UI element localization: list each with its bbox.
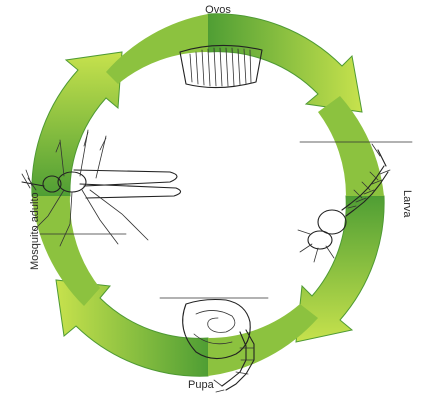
label-larva: Larva xyxy=(401,190,413,218)
label-eggs: Ovos xyxy=(205,4,231,16)
label-pupa: Pupa xyxy=(188,379,215,391)
label-adult: Mosquito adulto xyxy=(29,192,41,270)
